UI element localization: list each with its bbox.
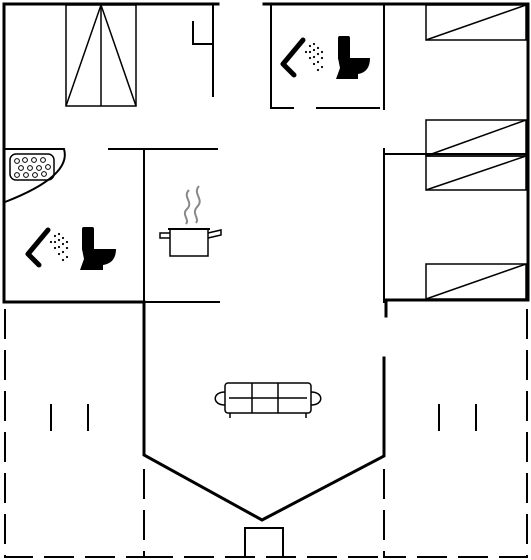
- bed-icon: [425, 4, 527, 41]
- shower-icon: [280, 37, 324, 78]
- terrace-chairs: [50, 404, 477, 431]
- bunk-bed-icon: [65, 2, 137, 107]
- terrace-outlines: [4, 309, 528, 558]
- cooking-pot-icon: [159, 185, 222, 257]
- bed-icon: [425, 119, 527, 191]
- entrance-steps: [244, 527, 284, 557]
- shower-icon: [25, 227, 69, 268]
- hot-tub-icon: [4, 148, 66, 203]
- toilet-icon: [80, 227, 116, 270]
- sofa-icon: [214, 382, 322, 418]
- exterior-walls: [2, 2, 530, 522]
- toilet-icon: [336, 36, 370, 79]
- interior-walls: [3, 3, 529, 303]
- bed-icon: [425, 263, 527, 300]
